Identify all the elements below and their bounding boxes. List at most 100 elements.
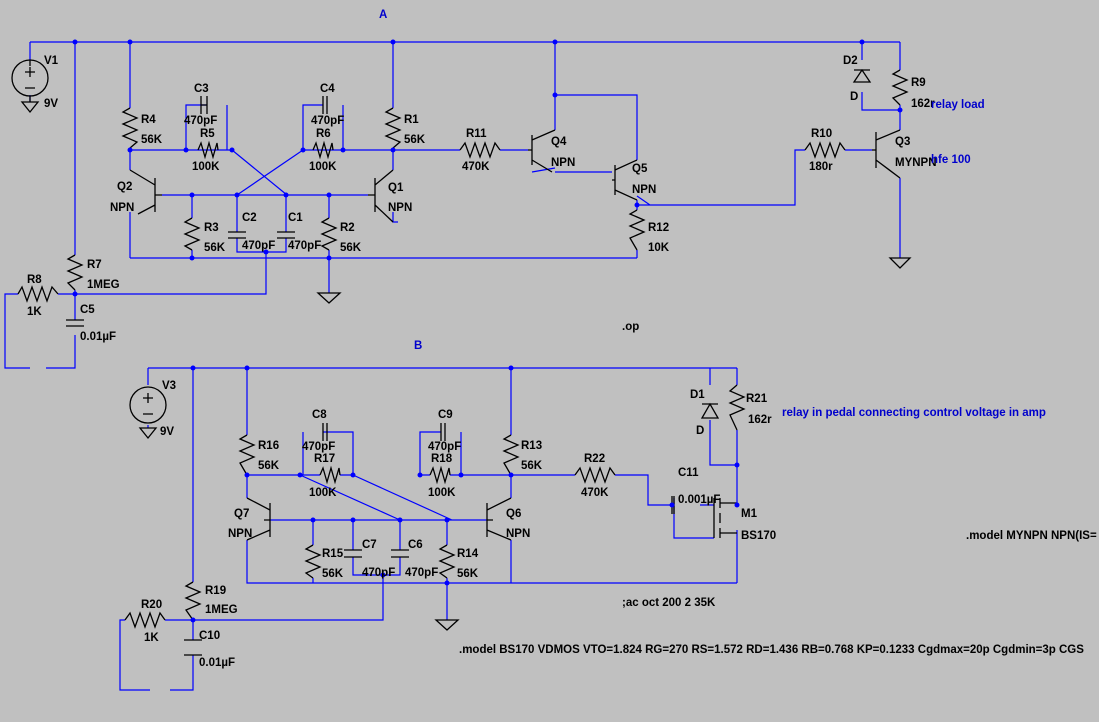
diodes xyxy=(700,68,872,419)
r13-value: 56K xyxy=(521,460,543,472)
r16-name: R16 xyxy=(258,440,279,452)
q5-name: Q5 xyxy=(632,163,648,175)
r15-value: 56K xyxy=(322,568,344,580)
c2-name: C2 xyxy=(242,212,257,224)
r11-value: 470K xyxy=(462,161,490,173)
r12-name: R12 xyxy=(648,222,669,234)
annotation-relay-load: relay load xyxy=(931,99,985,111)
directive-ac: ;ac oct 200 2 35K xyxy=(622,597,716,609)
c7-name: C7 xyxy=(362,539,377,551)
c4-name: C4 xyxy=(320,83,335,95)
voltage-source-v1 xyxy=(11,59,49,114)
r8-value: 1K xyxy=(27,306,42,318)
directive-model-bs170: .model BS170 VDMOS VTO=1.824 RG=270 RS=1… xyxy=(459,644,1084,656)
c1-value: 470pF xyxy=(288,240,321,252)
section-label-b: B xyxy=(414,340,422,352)
mosfet-m1 xyxy=(713,498,737,538)
c8-name: C8 xyxy=(312,409,327,421)
c5-name: C5 xyxy=(80,304,95,316)
r4-value: 56K xyxy=(141,134,163,146)
v3-value: 9V xyxy=(160,426,174,438)
r19-name: R19 xyxy=(205,585,226,597)
r21-name: R21 xyxy=(746,393,768,405)
d1-name: D1 xyxy=(690,389,705,401)
r3-value: 56K xyxy=(204,242,226,254)
q3-value: MYNPN xyxy=(895,157,937,169)
r14-value: 56K xyxy=(457,568,479,580)
r17-name: R17 xyxy=(314,453,335,465)
resistors-horizontal xyxy=(17,140,846,629)
d2-value: D xyxy=(850,91,858,103)
q7-name: Q7 xyxy=(234,508,249,520)
c11-value: 0.001µF xyxy=(678,494,720,506)
q2-value: NPN xyxy=(110,202,134,214)
c3-value: 470pF xyxy=(184,115,217,127)
q1-name: Q1 xyxy=(388,182,404,194)
c3-name: C3 xyxy=(194,83,209,95)
junctions xyxy=(72,39,903,623)
r13-name: R13 xyxy=(521,440,542,452)
grounds xyxy=(316,257,912,631)
transistors xyxy=(129,129,901,541)
d2-name: D2 xyxy=(843,55,858,67)
q4-name: Q4 xyxy=(551,136,567,148)
r1-value: 56K xyxy=(404,134,426,146)
v1-value: 9V xyxy=(44,98,58,110)
r21-value: 162r xyxy=(748,414,772,426)
r14-name: R14 xyxy=(457,548,479,560)
r7-value: 1MEG xyxy=(87,279,120,291)
q6-value: NPN xyxy=(506,528,530,540)
c9-name: C9 xyxy=(438,409,453,421)
q1-value: NPN xyxy=(388,202,412,214)
directive-op: .op xyxy=(622,321,639,333)
c4-value: 470pF xyxy=(311,115,344,127)
r17-value: 100K xyxy=(309,487,337,499)
directive-model-mynpn: .model MYNPN NPN(IS= xyxy=(966,530,1097,542)
q7-value: NPN xyxy=(228,528,252,540)
c7-value: 470pF xyxy=(362,567,395,579)
r1-name: R1 xyxy=(404,114,419,126)
r19-value: 1MEG xyxy=(205,604,238,616)
q5-value: NPN xyxy=(632,184,656,196)
r5-name: R5 xyxy=(200,128,215,140)
c5-value: 0.01µF xyxy=(80,331,116,343)
q3-name: Q3 xyxy=(895,136,910,148)
wires xyxy=(4,41,901,691)
c11-name: C11 xyxy=(678,467,699,479)
q4-value: NPN xyxy=(551,157,575,169)
m1-name: M1 xyxy=(741,508,758,520)
r10-value: 180r xyxy=(809,161,833,173)
r22-name: R22 xyxy=(584,453,605,465)
c2-value: 470pF xyxy=(242,240,275,252)
r9-name: R9 xyxy=(911,77,926,89)
r18-name: R18 xyxy=(431,453,453,465)
c6-name: C6 xyxy=(408,539,423,551)
r8-name: R8 xyxy=(27,274,42,286)
r15-name: R15 xyxy=(322,548,344,560)
c1-name: C1 xyxy=(288,212,303,224)
labels: A B V1 9V V3 9V R4 56K C3 470pF R5 100K … xyxy=(27,9,1097,669)
capacitors xyxy=(66,96,675,656)
section-label-a: A xyxy=(379,9,387,21)
r7-name: R7 xyxy=(87,259,102,271)
q6-name: Q6 xyxy=(506,508,521,520)
resistors xyxy=(66,69,909,621)
v3-name: V3 xyxy=(162,380,176,392)
components xyxy=(11,59,912,656)
q2-name: Q2 xyxy=(117,181,132,193)
r11-name: R11 xyxy=(466,128,487,140)
c6-value: 470pF xyxy=(405,567,438,579)
r3-name: R3 xyxy=(204,222,219,234)
r20-value: 1K xyxy=(144,632,159,644)
r12-value: 10K xyxy=(648,242,670,254)
d1-value: D xyxy=(696,425,704,437)
c9-value: 470pF xyxy=(428,441,461,453)
r6-name: R6 xyxy=(316,128,331,140)
annotation-relay-pedal: relay in pedal connecting control voltag… xyxy=(782,407,1046,419)
c10-name: C10 xyxy=(199,630,220,642)
r16-value: 56K xyxy=(258,460,280,472)
voltage-source-v3 xyxy=(129,386,167,440)
c8-value: 470pF xyxy=(302,441,335,453)
m1-value: BS170 xyxy=(741,530,776,542)
